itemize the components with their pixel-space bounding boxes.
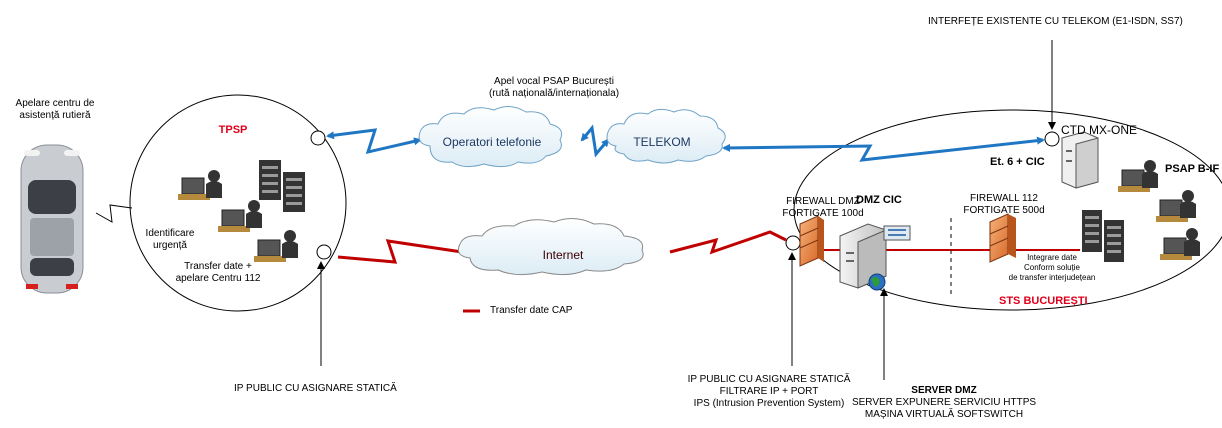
- ctd-port: [1044, 131, 1060, 147]
- firewall-icon: [989, 213, 1016, 263]
- globe-icon: [868, 273, 886, 291]
- tpsp-data-port: [316, 244, 332, 260]
- tpsp-voice-port: [310, 130, 326, 146]
- sts-title: STS BUCUREȘTI: [999, 295, 1088, 307]
- operators-cloud-label: Operatori telefonie: [442, 135, 542, 149]
- dmz-title: DMZ CIC: [856, 194, 902, 206]
- legend-label: Transfer date CAP: [490, 305, 573, 316]
- voice-link-tpsp-operators: [326, 128, 422, 155]
- server-rack-icon: [1082, 210, 1124, 262]
- et6-label: Et. 6 + CIC: [990, 156, 1045, 168]
- ctd-label: CTD MX-ONE: [1061, 123, 1137, 137]
- ip-left-label: IP PUBLIC CU ASIGNARE STATICĂ: [234, 383, 397, 394]
- workstation-icon: [254, 230, 298, 262]
- voice-link-telekom-ctd: [722, 136, 1045, 162]
- sts-ellipse: [793, 109, 1222, 311]
- voice-call-label: Apel vocal PSAP București(rută națională…: [488, 76, 620, 99]
- pbx-icon: [1061, 131, 1099, 189]
- server-icon: [839, 223, 911, 289]
- psap-label: PSAP B-IF: [1165, 163, 1220, 175]
- server-rack-icon: [259, 160, 305, 212]
- tpsp-transfer-label: Transfer date +apelare Centru 112: [175, 261, 261, 284]
- tpsp-circle: [129, 94, 347, 312]
- dmz-port: [785, 235, 801, 251]
- telekom-cloud: [606, 108, 726, 164]
- workstation-icon: [218, 200, 262, 232]
- internet-cloud-label: Internet: [542, 248, 584, 262]
- telekom-cloud-label: TELEKOM: [633, 135, 691, 149]
- operators-cloud: [418, 106, 563, 168]
- workstation-icon: [178, 170, 222, 200]
- car-link: [95, 204, 133, 223]
- tpsp-title: TPSP: [218, 124, 248, 136]
- firewall-icon: [799, 215, 824, 267]
- voice-link-operators-telekom: [580, 124, 610, 158]
- internet-cloud: [457, 218, 644, 276]
- interfaces-label: INTERFEȚE EXISTENTE CU TELEKOM (E1-ISDN,…: [928, 16, 1183, 27]
- workstation-icon: [1118, 160, 1158, 192]
- data-link-tpsp-internet: [337, 239, 463, 264]
- data-link-internet-dmz: [669, 230, 787, 255]
- workstation-icon: [1156, 190, 1196, 222]
- car-icon: [20, 144, 84, 294]
- workstation-icon: [1160, 228, 1200, 260]
- server-label: SERVER DMZ SERVER EXPUNERE SERVICIU HTTP…: [851, 385, 1037, 420]
